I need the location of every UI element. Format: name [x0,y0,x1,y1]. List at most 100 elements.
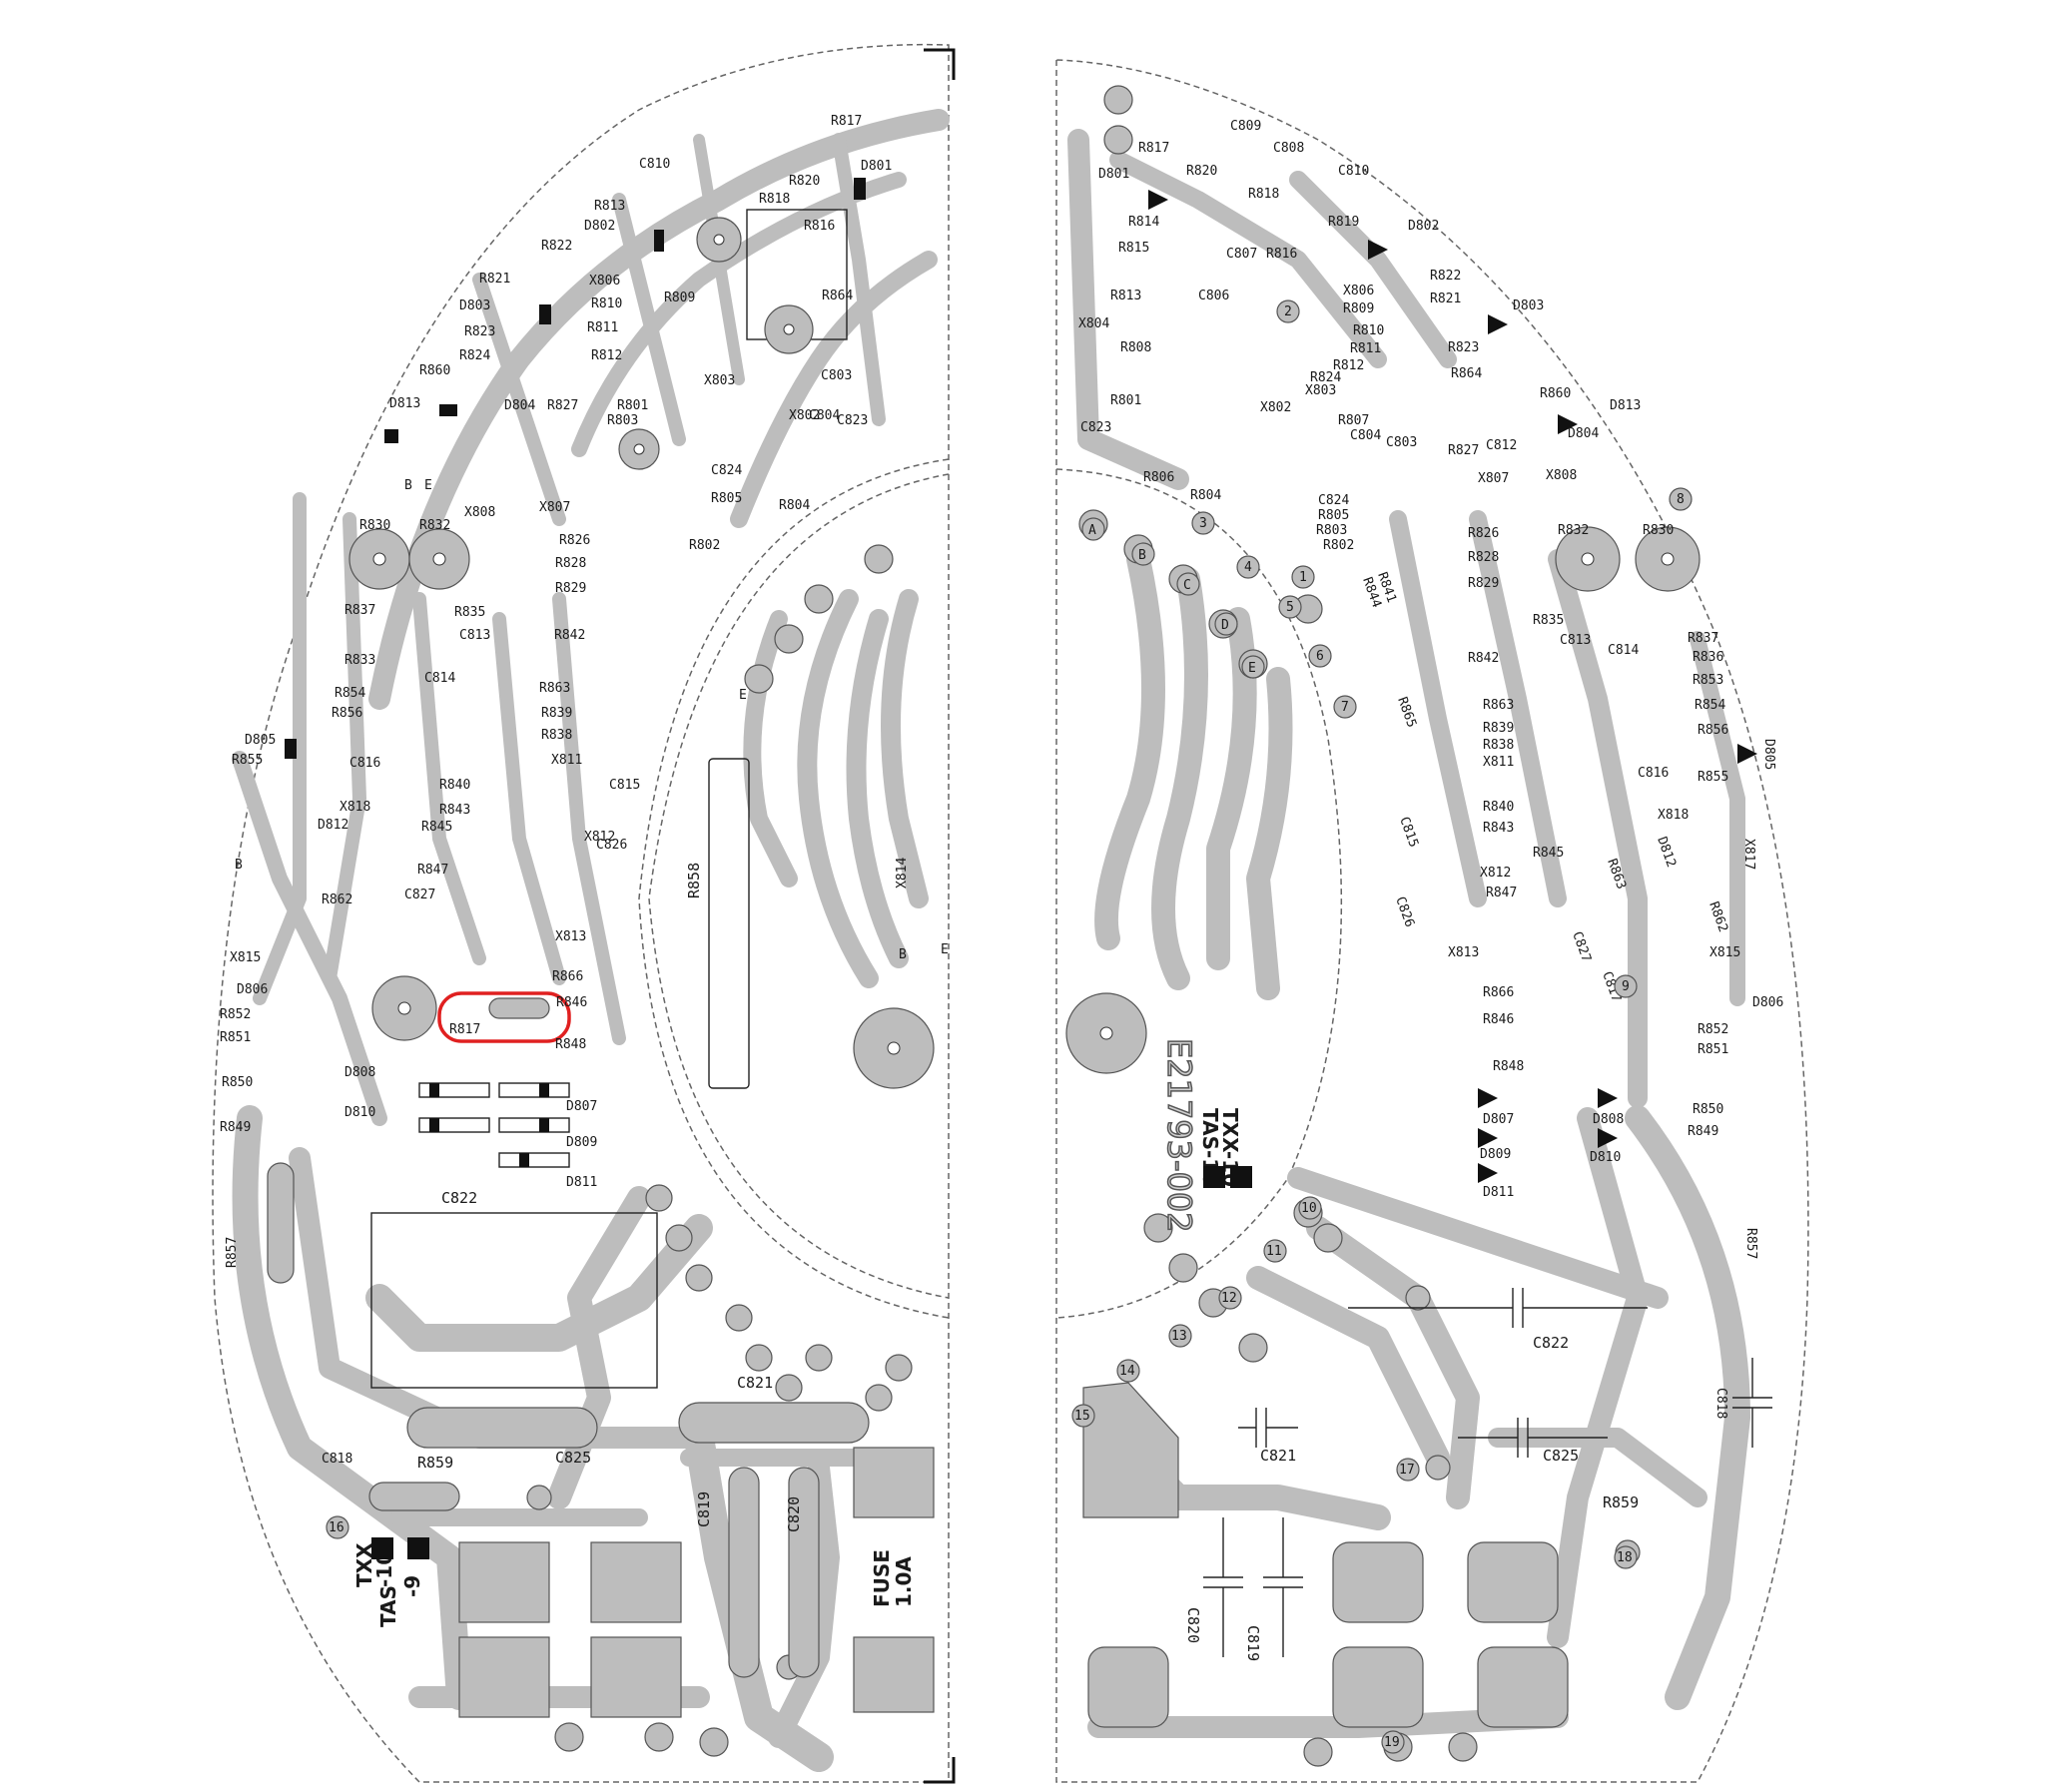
pad-number: 18 [1617,1550,1633,1565]
label: R820 [1186,164,1217,179]
label: C824 [711,463,742,478]
label: D804 [504,398,535,413]
label: R848 [555,1037,586,1052]
label: R802 [689,538,720,553]
label: R854 [335,686,365,701]
label: D801 [861,159,892,174]
pad-number: 4 [1244,560,1252,575]
label: R809 [1343,301,1374,316]
label: D809 [566,1135,597,1150]
label: X811 [551,753,582,768]
label: D810 [1590,1150,1621,1165]
label: D802 [1408,219,1439,234]
label: D806 [237,982,268,997]
label: D804 [1568,426,1599,441]
label: R822 [541,239,572,254]
label: R837 [1688,631,1718,646]
label: R819 [1328,215,1359,230]
label: R849 [220,1120,251,1135]
label: D812 [318,818,348,833]
label: R828 [555,556,586,571]
pad-number: 11 [1266,1244,1282,1259]
label: R821 [1430,292,1461,306]
label: R829 [555,581,586,596]
label: D806 [1752,995,1783,1010]
label: R852 [220,1007,251,1022]
label: R857 [1743,1228,1758,1259]
label: R835 [454,605,485,620]
label: X802 [1260,400,1291,415]
label: R837 [344,603,375,618]
label: R818 [759,192,790,207]
label: C824 [1318,493,1349,508]
label: R805 [711,491,742,506]
connector-label: B [1138,548,1146,563]
label: R827 [1448,443,1479,458]
label: R801 [617,398,648,413]
label: C808 [1273,141,1304,156]
label: R804 [779,498,810,513]
label: R864 [822,289,853,303]
label: R824 [459,348,490,363]
label: R851 [220,1030,251,1045]
label: R866 [552,969,583,984]
label: R809 [664,291,695,305]
label: C818 [1713,1388,1728,1419]
label: R851 [1698,1042,1728,1057]
label: X815 [1709,945,1740,960]
label: C815 [609,778,640,793]
label: C816 [1638,766,1669,781]
label: X814 [895,858,910,889]
label: D813 [389,396,420,411]
label: C825 [1543,1447,1579,1465]
label: C812 [1486,438,1517,453]
left-power-pads [458,1447,935,1718]
label: C821 [1260,1447,1296,1465]
label: C823 [837,413,868,428]
label: R845 [1533,846,1564,861]
label: D805 [1761,739,1776,770]
right-capacitors [1203,1288,1772,1657]
label: D803 [1513,299,1544,313]
pad-number: 8 [1677,492,1685,507]
label: R854 [1695,698,1725,713]
label: X803 [704,373,735,388]
label: D803 [459,299,490,313]
connector-letters: A B C D E [1081,517,1265,679]
label: R855 [232,753,263,768]
connector-label: A [1088,523,1096,538]
pad-number: 10 [1301,1201,1317,1216]
label: R839 [541,706,572,721]
label: X812 [1480,866,1511,881]
numbered-pads: 1 2 3 4 5 6 7 8 9 10 11 12 13 14 15 16 1… [326,299,1693,1754]
label: R846 [1483,1012,1514,1027]
label: D812 [1654,835,1679,870]
label: R835 [1533,613,1564,628]
label: X803 [1305,383,1336,398]
model-label-tas: TAS [376,1585,400,1627]
fuse-label: FUSE [870,1549,894,1607]
label: C819 [695,1492,713,1527]
label: D807 [1483,1112,1514,1127]
label: R852 [1698,1022,1728,1037]
label: C806 [1198,289,1229,303]
label: R810 [1353,323,1384,338]
pad-number: 17 [1399,1463,1415,1478]
pad-number: 19 [1384,1735,1400,1750]
label: R823 [464,324,495,339]
resistor-r817-left [488,997,550,1019]
label: R848 [1493,1059,1524,1074]
label: C819 [1244,1625,1262,1661]
label: R807 [1338,413,1369,428]
label: C804 [1350,428,1381,443]
label: R801 [1110,393,1141,408]
label: R857 [225,1237,240,1268]
label: C822 [441,1189,477,1207]
label: R816 [804,219,835,234]
label: R860 [1540,386,1571,401]
label: R816 [1266,247,1297,262]
label: R843 [1483,821,1514,836]
label: R813 [1110,289,1141,303]
label: R808 [1120,340,1151,355]
part-code: E21793-002 [1160,1038,1198,1233]
